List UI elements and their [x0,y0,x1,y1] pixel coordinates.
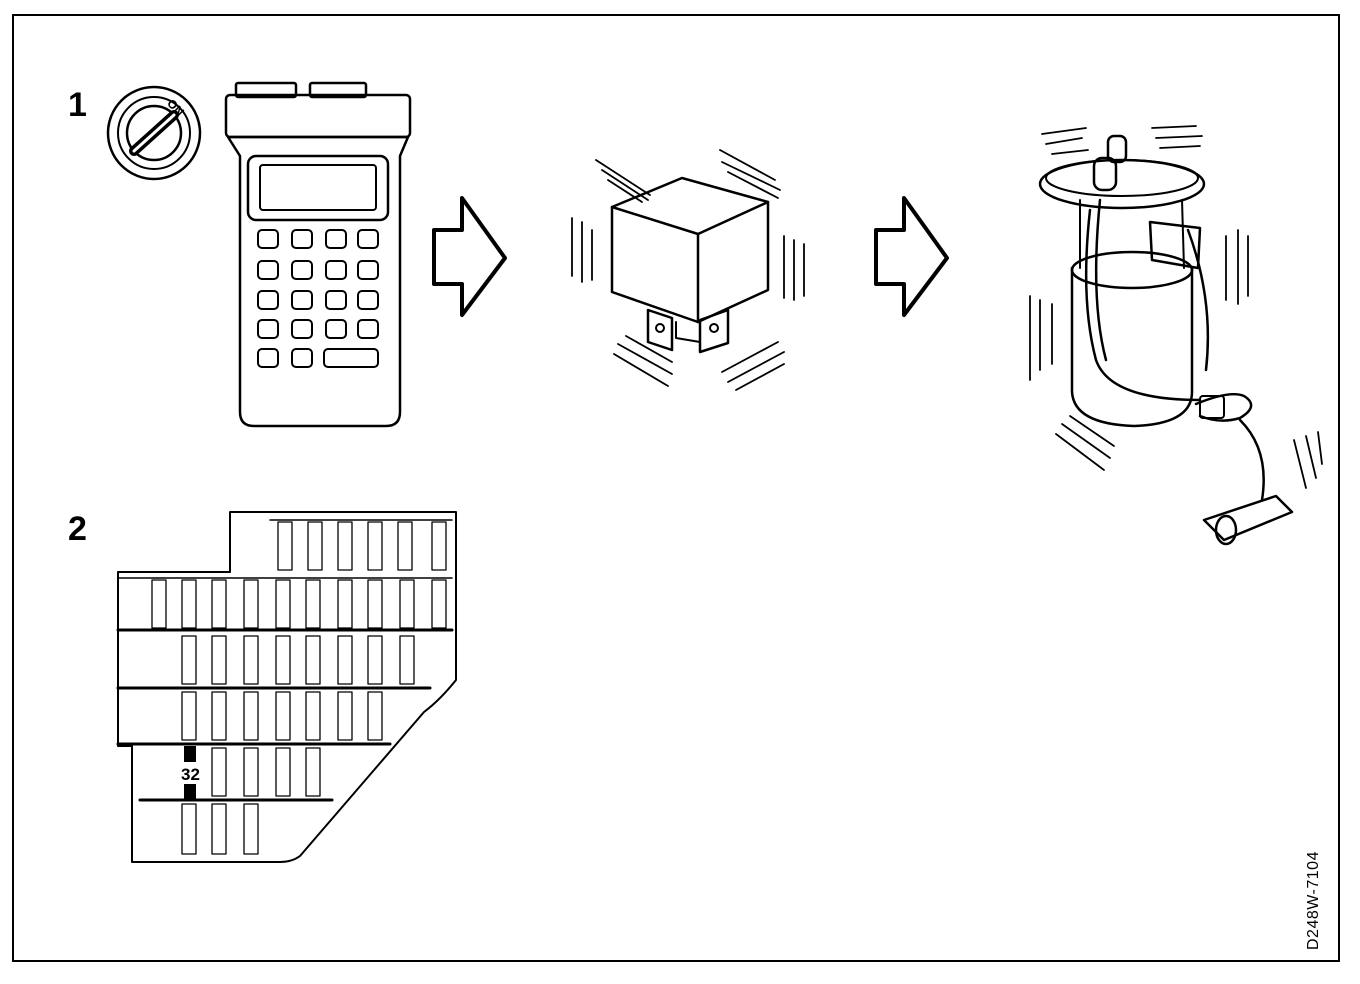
fuel-pump-icon [1029,125,1323,546]
fuse-32-label: 32 [181,765,200,784]
step-number-2: 2 [68,510,87,548]
fuse-box-icon: 32 [116,511,457,863]
relay-icon [571,149,805,391]
arrow-right-icon [432,196,507,317]
fuse-32-marker-bottom [184,784,196,800]
step-number-1: 1 [68,86,87,124]
ignition-key-icon: ON [106,85,202,181]
arrow-right-icon [874,196,949,317]
fuse-32-marker-top [184,746,196,762]
drawing-reference: D248W-7104 [1305,851,1322,950]
diagnostic-tester-icon [224,81,412,428]
diagram-frame [12,14,1340,962]
